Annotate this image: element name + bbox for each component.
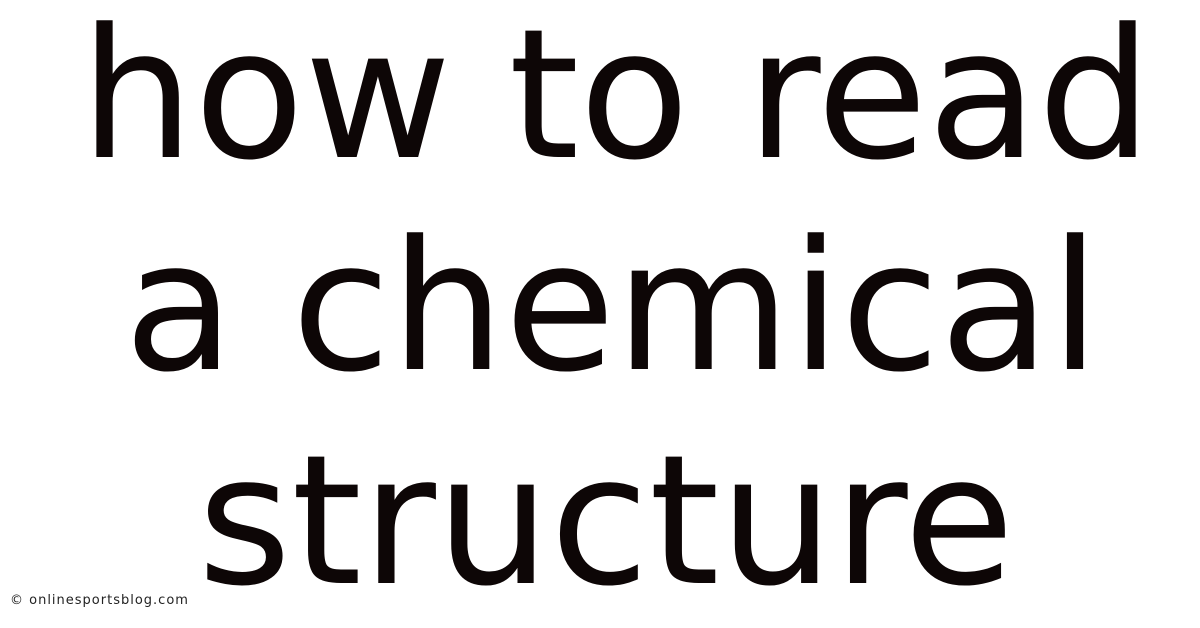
title-line-3: structure (197, 417, 1015, 626)
title-line-1: how to read (80, 0, 1152, 200)
title-line-2: a chemical (124, 203, 1100, 412)
watermark: © onlinesportsblog.com (10, 593, 189, 608)
